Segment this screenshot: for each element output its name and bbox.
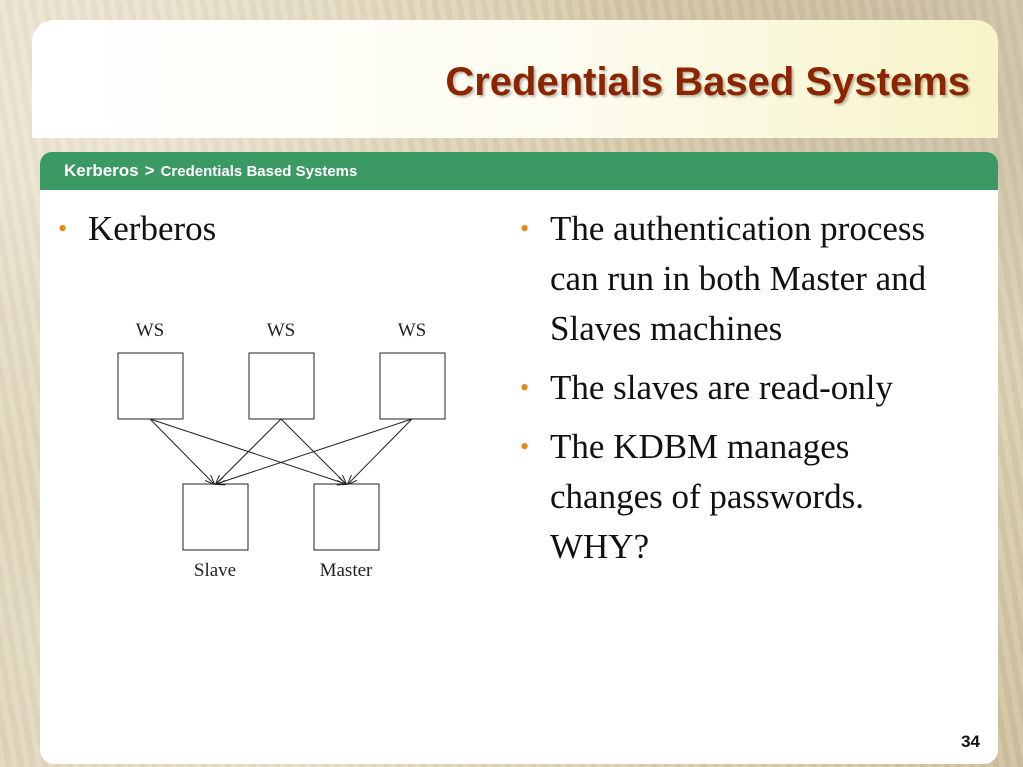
kerberos-diagram: WS WS WS Slave Master xyxy=(117,320,446,581)
list-item: • Kerberos xyxy=(52,204,216,254)
bullet-icon: • xyxy=(520,214,530,243)
master-box xyxy=(313,483,380,551)
slave-box xyxy=(182,483,249,551)
title-panel: Credentials Based Systems xyxy=(32,20,998,138)
content-area: • Kerberos WS WS WS Slave Master • The a… xyxy=(40,190,998,764)
bullet-text: Kerberos xyxy=(88,209,217,248)
ws-label: WS xyxy=(267,320,296,341)
bullet-icon: • xyxy=(58,214,68,243)
list-item: • The authentication process can run in … xyxy=(514,204,954,354)
workstation-box xyxy=(117,352,184,420)
bullet-text: The slaves are read-only xyxy=(550,368,894,407)
right-bullet-list: • The authentication process can run in … xyxy=(514,204,954,581)
breadcrumb-separator: > xyxy=(144,161,155,180)
arrow-ws2-slave xyxy=(216,418,282,484)
page-number: 34 xyxy=(961,732,980,751)
ws-label: WS xyxy=(398,320,427,341)
breadcrumb-main[interactable]: Kerberos xyxy=(64,161,139,180)
arrow-ws3-slave xyxy=(216,418,413,484)
arrow-ws3-master xyxy=(348,418,413,484)
list-item: • The slaves are read-only xyxy=(514,363,954,413)
bullet-icon: • xyxy=(520,373,530,402)
breadcrumb: Kerberos > Credentials Based Systems xyxy=(40,152,998,190)
slave-label: Slave xyxy=(194,560,236,581)
workstation-box xyxy=(248,352,315,420)
arrow-ws1-slave xyxy=(149,418,214,484)
ws-label: WS xyxy=(136,320,165,341)
left-bullet-list: • Kerberos xyxy=(52,204,216,263)
bullet-text: The authentication process can run in bo… xyxy=(550,209,927,348)
slide-title: Credentials Based Systems xyxy=(445,60,970,104)
master-label: Master xyxy=(320,560,373,581)
workstation-box xyxy=(379,352,446,420)
list-item: • The KDBM manages changes of passwords.… xyxy=(514,422,954,572)
bullet-icon: • xyxy=(520,432,530,461)
breadcrumb-current: Credentials Based Systems xyxy=(160,162,358,180)
bullet-text: The KDBM manages changes of passwords. W… xyxy=(550,427,864,566)
